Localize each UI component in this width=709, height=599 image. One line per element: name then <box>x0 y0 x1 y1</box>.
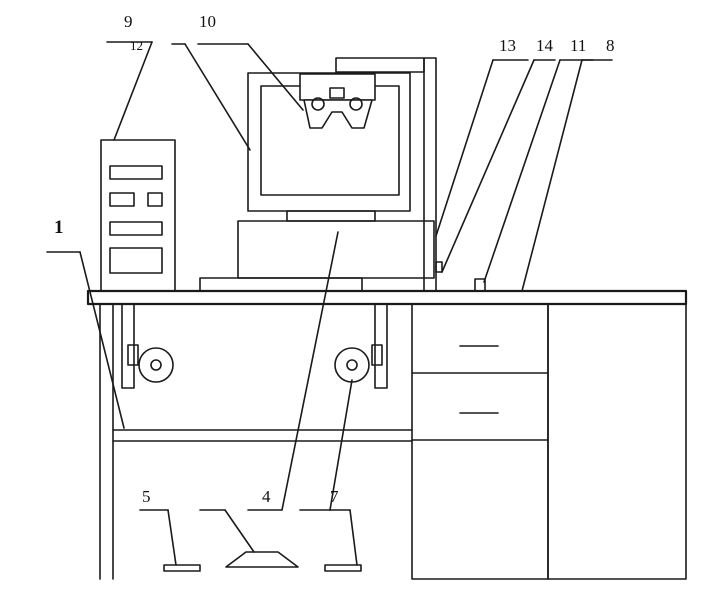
leader-13 <box>435 59 494 237</box>
label-5: 5 <box>142 487 151 506</box>
keyboard-tray <box>199 277 363 292</box>
leader-1 <box>79 251 125 429</box>
center-pedal <box>225 551 299 568</box>
device-bridge <box>329 87 345 99</box>
device-lens-right <box>349 97 363 111</box>
tower-bay-3 <box>109 221 163 236</box>
right-roller-assembly <box>334 303 388 389</box>
label-9: 9 <box>124 12 133 31</box>
tower-bay-4 <box>109 247 163 274</box>
leader-5 <box>167 509 177 566</box>
right-bracket-clamp <box>371 344 383 366</box>
label-14: 14 <box>536 36 554 55</box>
leader-10 <box>247 43 304 111</box>
top-arm <box>335 57 425 73</box>
leader-4 <box>281 231 339 511</box>
left-bracket <box>121 303 135 389</box>
device-housing <box>299 73 376 101</box>
leader-9 <box>113 41 153 141</box>
left-roller-hub <box>150 359 162 371</box>
label-7: 7 <box>330 487 339 506</box>
right-bracket <box>374 303 388 389</box>
device-lens-left <box>311 97 325 111</box>
label-8: 8 <box>606 36 615 55</box>
leader-7 <box>329 379 353 511</box>
left-roller <box>138 347 174 383</box>
left-roller-assembly <box>121 303 174 389</box>
leader-12 <box>184 43 251 151</box>
viewing-device <box>299 73 376 129</box>
left-pedal <box>163 564 201 572</box>
desk-top <box>86 289 688 306</box>
leader-lines <box>46 41 613 566</box>
label-13: 13 <box>499 36 516 55</box>
computer-tower <box>100 139 176 292</box>
monitor-base-block <box>237 220 435 279</box>
leader-7-to-pedal <box>349 509 358 566</box>
tower-bay-1 <box>109 165 163 180</box>
monitor-neck <box>286 210 376 222</box>
label-11: 11 <box>570 36 586 55</box>
label-10: 10 <box>199 12 216 31</box>
left-bracket-clamp <box>127 344 139 366</box>
tower-case <box>100 139 176 292</box>
mount-frame <box>335 57 486 292</box>
device-lower <box>303 99 373 129</box>
leader-14 <box>441 59 535 273</box>
floor-items <box>163 551 362 572</box>
tower-bay-2a <box>109 192 135 207</box>
side-cabinet <box>547 303 687 580</box>
leader-pedal <box>224 509 255 553</box>
small-block <box>474 278 486 292</box>
label-12: 12 <box>130 38 143 53</box>
right-pedal <box>324 564 362 572</box>
tower-bay-2b <box>147 192 163 207</box>
label-1: 1 <box>54 217 64 238</box>
part-labels: 1 9 12 10 13 14 11 8 5 4 7 <box>54 12 615 506</box>
leader-11 <box>483 59 561 283</box>
leader-8 <box>521 59 583 292</box>
label-4: 4 <box>262 487 271 506</box>
vertical-post <box>423 57 437 292</box>
right-roller-hub <box>346 359 358 371</box>
post-clip <box>435 261 443 273</box>
right-roller <box>334 347 370 383</box>
